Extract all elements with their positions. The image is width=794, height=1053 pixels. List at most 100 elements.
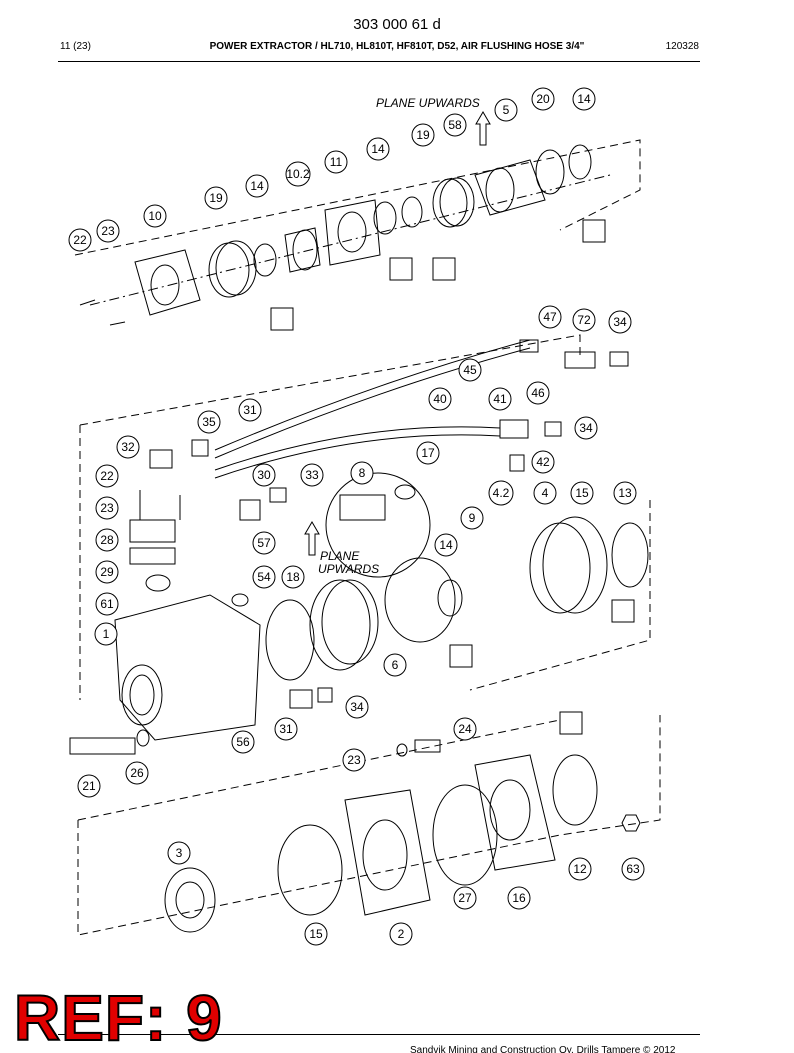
- callout-30: 30: [252, 463, 276, 487]
- plane-upwards-label-top: PLANE UPWARDS: [376, 96, 480, 110]
- header-rule: [58, 61, 700, 62]
- nut-34: [609, 351, 629, 367]
- callout-label: 40: [433, 392, 447, 406]
- callout-label: 14: [439, 538, 453, 552]
- callout-label: 23: [100, 501, 114, 515]
- callout-41: 41: [488, 387, 512, 411]
- document-code: 120328: [665, 41, 699, 52]
- bushing-10.2: [284, 227, 321, 273]
- callout-label: 63: [626, 862, 640, 876]
- callout-label: 17: [421, 446, 435, 460]
- callout-56: 56: [231, 730, 255, 754]
- callout-label: 32: [121, 440, 135, 454]
- callout-58: 58: [443, 113, 467, 137]
- gasket-11: [324, 199, 381, 266]
- callout-31: 31: [274, 717, 298, 741]
- callout-label: 4.2: [493, 486, 510, 500]
- seal-14: [253, 243, 277, 277]
- plane-upwards-label-mid-1: PLANE: [320, 549, 360, 563]
- callout-46: 46: [526, 381, 550, 405]
- callout-1: 1: [94, 622, 118, 646]
- o-ring-12: [552, 754, 598, 826]
- callout-label: 19: [416, 128, 430, 142]
- callout-label: 31: [243, 403, 257, 417]
- callout-label: 12: [573, 862, 587, 876]
- seal-14d: [568, 144, 592, 180]
- o-ring-15b: [277, 824, 343, 916]
- callout-34: 34: [608, 310, 632, 334]
- footer-rule: [58, 1034, 700, 1035]
- callout-label: 1: [103, 627, 110, 641]
- callout-20: 20: [531, 87, 555, 111]
- callout-label: 18: [286, 570, 300, 584]
- callout-22: 22: [68, 228, 92, 252]
- callout-4-2: 4.2: [488, 480, 514, 506]
- callout-8: 8: [350, 461, 374, 485]
- callout-label: 14: [371, 142, 385, 156]
- callout-18: 18: [281, 565, 305, 589]
- callout-34: 34: [345, 695, 369, 719]
- nut-34c: [317, 687, 333, 703]
- callout-32: 32: [116, 435, 140, 459]
- callout-14: 14: [572, 87, 596, 111]
- ring-54: [231, 593, 249, 607]
- callout-label: 22: [100, 469, 114, 483]
- callout-label: 56: [236, 735, 250, 749]
- disc-4: [529, 522, 591, 614]
- page-title: POWER EXTRACTOR / HL710, HL810T, HF810T,…: [209, 41, 585, 52]
- detail-8: [325, 472, 431, 578]
- washer-23: [396, 743, 408, 757]
- tee-41: [499, 419, 529, 439]
- callout-47: 47: [538, 305, 562, 329]
- callout-label: 58: [448, 118, 462, 132]
- callout-label: 10: [148, 209, 162, 223]
- elbow-30: [239, 499, 261, 521]
- nut-63: [621, 814, 641, 832]
- elbow-32: [149, 449, 173, 469]
- o-ring-61: [145, 574, 171, 592]
- callout-label: 22: [73, 233, 87, 247]
- callout-28: 28: [95, 528, 119, 552]
- callout-label: 30: [257, 468, 271, 482]
- callout-label: 16: [512, 891, 526, 905]
- callout-label: 15: [309, 927, 323, 941]
- flange-28: [129, 519, 176, 543]
- callout-3: 3: [167, 841, 191, 865]
- callout-54: 54: [252, 565, 276, 589]
- callout-label: 24: [458, 722, 472, 736]
- callout-label: 29: [100, 565, 114, 579]
- callout-label: 34: [613, 315, 627, 329]
- callout-label: 5: [503, 103, 510, 117]
- washer-26: [136, 729, 150, 747]
- callout-11: 11: [324, 150, 348, 174]
- callout-label: 45: [463, 363, 477, 377]
- callout-21: 21: [77, 774, 101, 798]
- callout-17: 17: [416, 441, 440, 465]
- fitting-47: [519, 339, 539, 353]
- gasket-29: [129, 547, 176, 565]
- callout-12: 12: [568, 857, 592, 881]
- callout-19: 19: [411, 123, 435, 147]
- bottom-group-outline: [77, 715, 661, 936]
- callout-label: 8: [359, 466, 366, 480]
- callout-15: 15: [570, 481, 594, 505]
- callout-14: 14: [245, 174, 269, 198]
- callout-42: 42: [531, 450, 555, 474]
- o-ring-13: [611, 522, 649, 588]
- callout-label: 6: [392, 658, 399, 672]
- callout-label: 57: [257, 536, 271, 550]
- callout-label: 23: [101, 224, 115, 238]
- page-indicator: 11 (23): [60, 41, 91, 52]
- plane-upwards-arrow-mid: [304, 521, 320, 556]
- callout-2: 2: [389, 922, 413, 946]
- document-number: 303 000 61 d: [353, 16, 441, 33]
- callout-label: 31: [279, 722, 293, 736]
- hose-45: [214, 339, 531, 451]
- o-ring-27: [432, 784, 498, 886]
- bushing-6: [309, 579, 371, 671]
- callout-31: 31: [238, 398, 262, 422]
- callout-4: 4: [533, 481, 557, 505]
- ref-badge: REF: 9: [13, 982, 223, 1053]
- callout-label: 47: [543, 310, 557, 324]
- callout-6: 6: [383, 653, 407, 677]
